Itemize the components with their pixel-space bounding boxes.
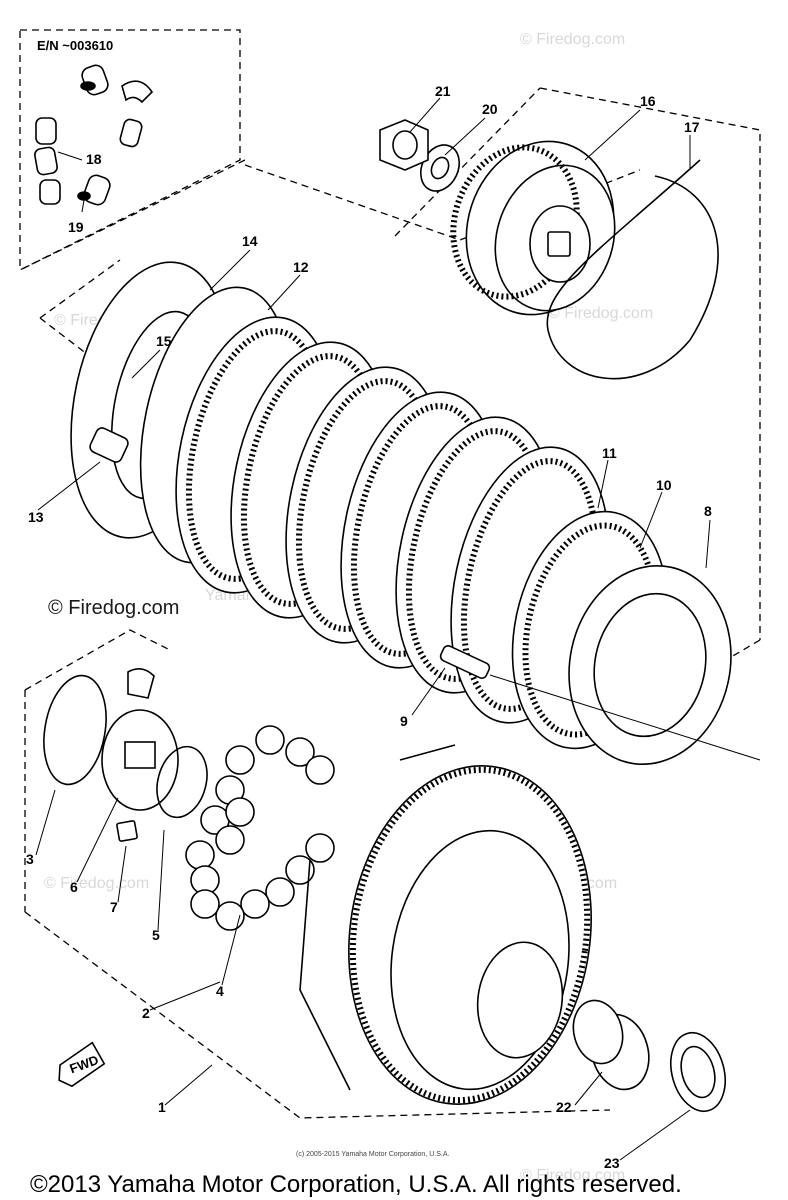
callout-17: 17	[684, 119, 700, 135]
washer-23	[670, 1031, 726, 1113]
steel-ball	[225, 797, 255, 827]
leader-lines	[35, 97, 711, 1161]
roller-set-18-19	[34, 64, 154, 206]
callout-3: 3	[26, 851, 34, 867]
steel-ball	[285, 855, 315, 885]
clutch-plate-stack	[70, 261, 761, 766]
callout-labels: 21 20 16 17 18 19 14 12 15 13 11 10 8 9 …	[26, 83, 712, 1171]
clutch-housing-1	[299, 744, 592, 1105]
washer-20	[419, 144, 461, 192]
callout-19: 19	[68, 219, 84, 235]
footer-copyright: ©2013 Yamaha Motor Corporation, U.S.A. A…	[30, 1171, 682, 1198]
callout-1: 1	[158, 1099, 166, 1115]
callout-4: 4	[216, 983, 224, 999]
watermark-right-upper: © Firedog.com	[548, 305, 653, 322]
watermark-bottom-right: © Firedog.com	[520, 1167, 625, 1184]
callout-7: 7	[110, 899, 118, 915]
small-copyright: (c) 2005-2015 Yamaha Motor Corporation, …	[296, 1151, 449, 1158]
inset-box: E/N ~003610	[19, 29, 241, 272]
callout-18: 18	[86, 151, 102, 167]
steel-ball	[265, 877, 295, 907]
callout-15: 15	[156, 333, 172, 349]
circlip-17	[546, 159, 719, 380]
callout-11: 11	[602, 445, 617, 461]
cam-6	[101, 668, 179, 811]
upper-frame	[19, 159, 246, 271]
steel-ball	[215, 901, 245, 931]
steel-ball	[285, 737, 315, 767]
callout-10: 10	[656, 477, 672, 493]
callout-6: 6	[70, 879, 78, 895]
forward-direction-badge: FWD	[58, 1041, 106, 1088]
collar-22	[572, 999, 650, 1091]
callout-21: 21	[435, 83, 451, 99]
ring-3	[43, 674, 107, 786]
plunger-7	[116, 820, 138, 842]
lower-frame	[24, 629, 171, 691]
steel-ball	[240, 889, 270, 919]
steel-ball	[225, 745, 255, 775]
steel-ball	[305, 755, 335, 785]
callout-20: 20	[482, 101, 498, 117]
watermark-left-lower: © Firedog.com	[44, 875, 149, 892]
steel-ball	[305, 833, 335, 863]
serial-note: E/N ~003610	[37, 38, 113, 53]
steel-balls-4	[185, 725, 335, 931]
callout-5: 5	[152, 927, 160, 943]
callout-23: 23	[604, 1155, 620, 1171]
callout-9: 9	[400, 713, 408, 729]
callout-8: 8	[704, 503, 712, 519]
clutch-boss-16	[450, 140, 616, 316]
callout-16: 16	[640, 93, 656, 109]
callout-13: 13	[28, 509, 44, 525]
watermark-firedog: © Firedog.com	[48, 597, 179, 619]
callout-12: 12	[293, 259, 309, 275]
callout-22: 22	[556, 1099, 572, 1115]
steel-ball	[255, 725, 285, 755]
watermark-top-right: © Firedog.com	[520, 31, 625, 48]
steel-ball	[185, 840, 215, 870]
steel-ball	[190, 889, 220, 919]
callout-14: 14	[242, 233, 258, 249]
clip-5	[156, 745, 208, 819]
nut-21	[379, 119, 429, 171]
plates-frame	[39, 259, 121, 319]
steel-ball	[215, 825, 245, 855]
callout-2: 2	[142, 1005, 150, 1021]
